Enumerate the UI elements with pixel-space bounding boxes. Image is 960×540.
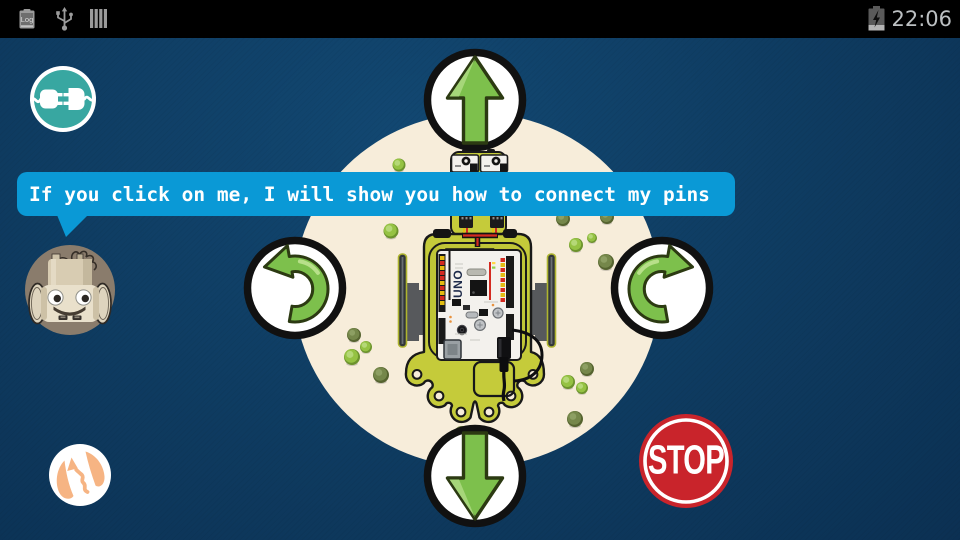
speech-bubble-tail (57, 215, 88, 237)
robot-arduino-board: UNO (436, 249, 522, 361)
battery-charging-icon[interactable] (868, 6, 885, 31)
usb-connected-icon[interactable] (55, 7, 74, 31)
move-forward-button[interactable] (421, 46, 529, 154)
speech-bubble-text: If you click on me, I will show you how … (29, 183, 710, 206)
rotate-left-button[interactable] (241, 234, 349, 342)
jumper-wires-left (440, 256, 445, 305)
status-clock: 22:06 (891, 7, 952, 31)
log-icon-label: Log (21, 15, 34, 24)
running-apps-icon[interactable] (90, 9, 107, 28)
robot-power-cable (472, 328, 544, 402)
robot-wheels (397, 253, 557, 348)
line-follow-path-icon (56, 451, 105, 499)
arrow-down-icon (445, 431, 504, 521)
robot-head-icon (28, 250, 112, 325)
app-logo[interactable] (27, 63, 99, 135)
status-bar: Log 22: (0, 0, 960, 38)
jumper-wires-right (500, 258, 505, 302)
stage-background: UNO (0, 38, 960, 540)
move-backward-button[interactable] (421, 422, 529, 530)
stop-label: STOP (648, 438, 724, 483)
board-label: UNO (451, 270, 465, 298)
arrow-up-icon (445, 55, 504, 145)
line-follow-mode-button[interactable] (44, 439, 116, 511)
speech-bubble: If you click on me, I will show you how … (17, 172, 735, 216)
log-notification-icon[interactable]: Log (19, 9, 35, 29)
plug-connector-icon (30, 88, 96, 110)
helper-robot-avatar[interactable] (25, 245, 115, 335)
rotate-right-icon (627, 244, 694, 324)
stop-button[interactable]: STOP (638, 413, 734, 509)
rotate-right-button[interactable] (608, 234, 716, 342)
rotate-left-icon (263, 244, 330, 324)
